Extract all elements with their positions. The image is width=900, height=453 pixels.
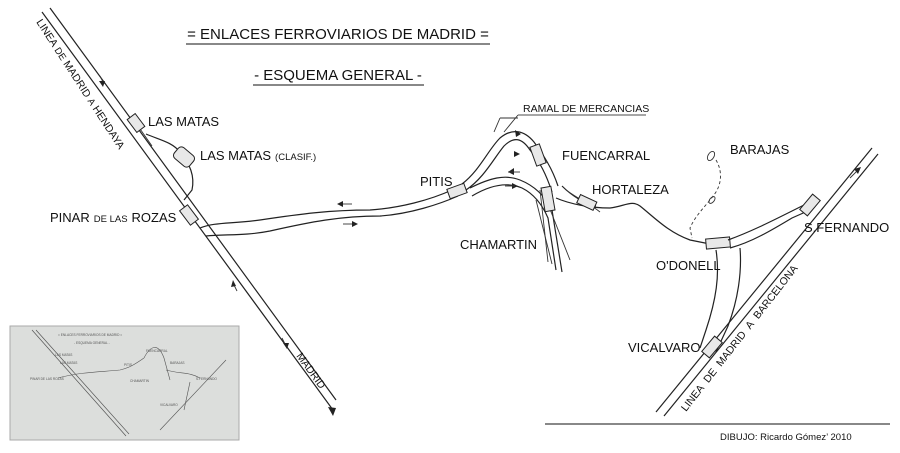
- line-pinar-pitis: [199, 189, 459, 237]
- label-ramal-mercancias: RAMAL DE MERCANCIAS: [523, 103, 649, 115]
- station-pitis-box: [446, 182, 468, 200]
- svg-text:LAS MATAS: LAS MATAS: [55, 353, 72, 357]
- station-fuencarral-box: [529, 143, 547, 167]
- svg-text:PINAR DE LAS ROZAS: PINAR DE LAS ROZAS: [30, 377, 64, 381]
- label-las-matas: LAS MATAS: [148, 114, 219, 129]
- inset-original-sketch: = ENLACES FERROVIARIOS DE MADRID = - ESQ…: [9, 325, 240, 441]
- svg-text:VICALVARO: VICALVARO: [160, 403, 178, 407]
- label-las-matas-clasif: LAS MATAS(CLASIF.): [200, 148, 316, 163]
- label-pitis: PITIS: [420, 174, 453, 189]
- label-vicalvaro: VICALVARO: [628, 340, 700, 355]
- svg-text:MADRID: MADRID: [294, 351, 328, 392]
- station-odonell-box: [705, 236, 731, 250]
- label-odonell: O'DONELL: [656, 258, 721, 273]
- svg-text:PITIS: PITIS: [124, 363, 132, 367]
- diagram-subtitle: - ESQUEMA GENERAL -: [254, 67, 422, 84]
- svg-text:CHAMARTIN: CHAMARTIN: [130, 379, 150, 383]
- credit-text: DIBUJO: Ricardo Gómez’ 2010: [720, 432, 852, 443]
- svg-text:- ESQUEMA GENERAL -: - ESQUEMA GENERAL -: [74, 341, 110, 345]
- station-chamartin-box: [540, 185, 556, 213]
- line-madrid-barcelona: [655, 147, 879, 417]
- label-barajas: BARAJAS: [730, 142, 790, 157]
- station-sfernando-box: [799, 193, 821, 217]
- svg-text:LINEADEMADRIDABARCELONA: LINEADEMADRIDABARCELONA: [679, 263, 801, 414]
- label-chamartin: CHAMARTIN: [460, 237, 537, 252]
- svg-text:LINEADEMADRIDAHENDAYA: LINEADEMADRIDAHENDAYA: [33, 17, 126, 151]
- direction-arrow-madrid: [328, 407, 336, 416]
- label-linea-hendaya: LINEADEMADRIDAHENDAYA: [33, 17, 126, 151]
- label-sfernando: S.FERNANDO: [804, 220, 889, 235]
- svg-text:S.FERNANDO: S.FERNANDO: [196, 377, 217, 381]
- line-chamartin-odonell: [555, 185, 711, 245]
- svg-text:BARAJAS: BARAJAS: [170, 361, 185, 365]
- svg-text:= ENLACES FERROVIARIOS DE MADR: = ENLACES FERROVIARIOS DE MADRID =: [58, 333, 122, 337]
- station-barajas-marker: [706, 150, 716, 162]
- station-las-matas-box: [126, 112, 146, 134]
- ramal-mercancias: [461, 117, 571, 273]
- svg-text:FUENCARRAL: FUENCARRAL: [146, 349, 168, 353]
- station-hortaleza-box: [576, 193, 598, 211]
- label-fuencarral: FUENCARRAL: [562, 148, 650, 163]
- barajas-branch: [689, 150, 721, 239]
- station-pinar-box: [178, 204, 200, 226]
- label-linea-barcelona: LINEADEMADRIDABARCELONA: [679, 263, 801, 414]
- svg-text:LAS MATAS: LAS MATAS: [60, 361, 77, 365]
- line-odonell-sfernando-vicalvaro: [699, 203, 811, 353]
- station-las-matas-clasif-box: [172, 146, 196, 168]
- diagram-title: = ENLACES FERROVIARIOS DE MADRID =: [187, 26, 489, 43]
- label-madrid-terminus: MADRID: [294, 351, 328, 392]
- label-hortaleza: HORTALEZA: [592, 182, 669, 197]
- station-vicalvaro-box: [701, 335, 723, 359]
